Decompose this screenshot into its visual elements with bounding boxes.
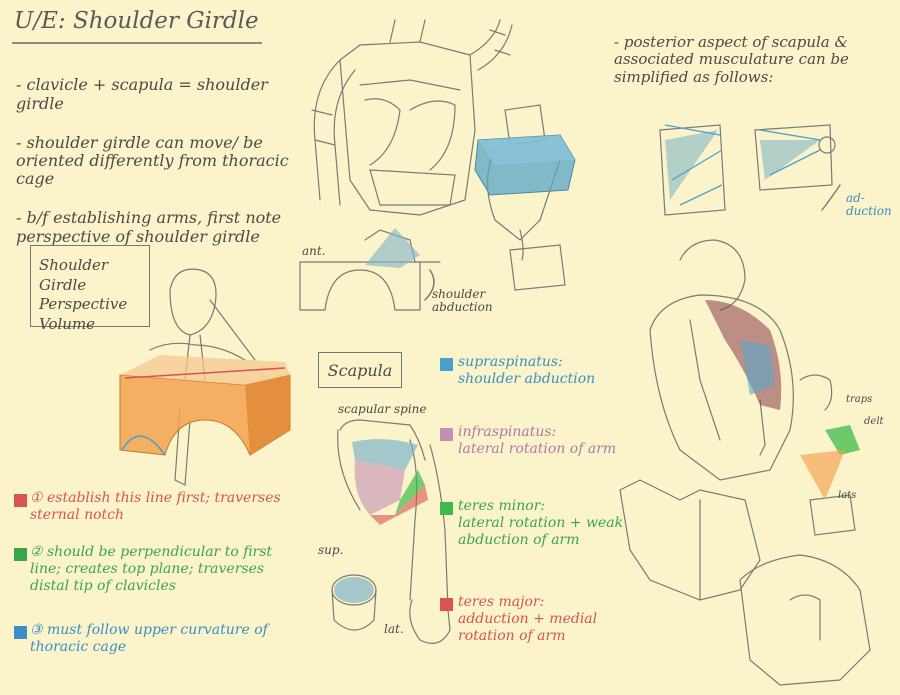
muscle-desc: adduction + medial rotation of arm (458, 611, 597, 644)
label-shoulder-abduction: shoulder abduction (432, 288, 493, 314)
label-traps: traps (846, 394, 872, 405)
label-ant: ant. (302, 244, 326, 258)
infraspinatus-swatch (440, 428, 453, 441)
label-delt: delt (864, 416, 884, 427)
muscle-supraspinatus: supraspinatus: shoulder abduction (458, 354, 638, 388)
label-adduction: ad- duction (846, 192, 892, 218)
label-scapular-spine: scapular spine (338, 402, 427, 416)
supraspinatus-swatch (440, 358, 453, 371)
label-lats: lats (838, 490, 856, 501)
muscle-desc: lateral rotation of arm (458, 441, 616, 457)
muscle-name: teres minor: (458, 498, 545, 514)
label-lat: lat. (384, 622, 404, 636)
muscle-desc: lateral rotation + weak abduction of arm (458, 515, 623, 548)
muscle-teres-minor: teres minor: lateral rotation + weak abd… (458, 498, 638, 548)
step-2: ② should be perpendicular to first line;… (30, 544, 300, 594)
teres-minor-swatch (440, 502, 453, 515)
muscle-name: supraspinatus: (458, 354, 563, 370)
step-2-swatch (14, 548, 27, 561)
label-sup: sup. (318, 543, 343, 557)
muscle-desc: shoulder abduction (458, 371, 595, 387)
muscle-infraspinatus: infraspinatus: lateral rotation of arm (458, 424, 638, 458)
muscle-teres-major: teres major: adduction + medial rotation… (458, 594, 638, 644)
teres-major-swatch (440, 598, 453, 611)
step-1-swatch (14, 494, 27, 507)
step-3: ③ must follow upper curvature of thoraci… (30, 622, 300, 656)
muscle-name: infraspinatus: (458, 424, 556, 440)
muscle-name: teres major: (458, 594, 544, 610)
step-1: ① establish this line first; traverses s… (30, 490, 300, 524)
step-3-swatch (14, 626, 27, 639)
